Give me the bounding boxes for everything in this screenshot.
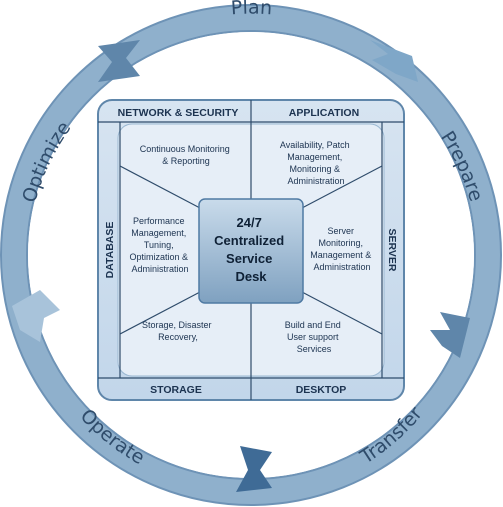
cell-network-security: Continuous Monitoring & Reporting xyxy=(140,144,233,166)
service-desk-box xyxy=(198,198,304,304)
cell-database: Performance Management, Tuning, Optimiza… xyxy=(129,216,190,274)
header-desktop: DESKTOP xyxy=(296,384,347,396)
arrow-left xyxy=(12,290,60,342)
cell-desktop: Build and End User support Services xyxy=(285,320,344,354)
panel-dividers xyxy=(98,100,404,400)
outer-ring xyxy=(1,5,501,505)
arrow-bottom xyxy=(236,446,272,492)
header-application: APPLICATION xyxy=(289,107,359,119)
arrow-top-right xyxy=(370,40,418,82)
arrow-top-left xyxy=(98,40,140,82)
phase-plan: Plan xyxy=(230,0,273,19)
header-database: DATABASE xyxy=(104,222,116,279)
header-network-security: NETWORK & SECURITY xyxy=(118,107,239,119)
cell-storage: Storage, Disaster Recovery, xyxy=(142,320,214,342)
cell-server: Server Monitoring, Management & Administ… xyxy=(310,226,374,272)
outer-ring-edge xyxy=(0,4,502,506)
header-server: SERVER xyxy=(386,229,398,272)
ring-arrows xyxy=(12,40,470,492)
service-desk-label: 24/7 Centralized Service Desk xyxy=(214,215,288,284)
header-storage: STORAGE xyxy=(150,384,202,396)
arrow-right xyxy=(430,312,470,358)
cell-application: Availability, Patch Management, Monitori… xyxy=(280,140,352,186)
